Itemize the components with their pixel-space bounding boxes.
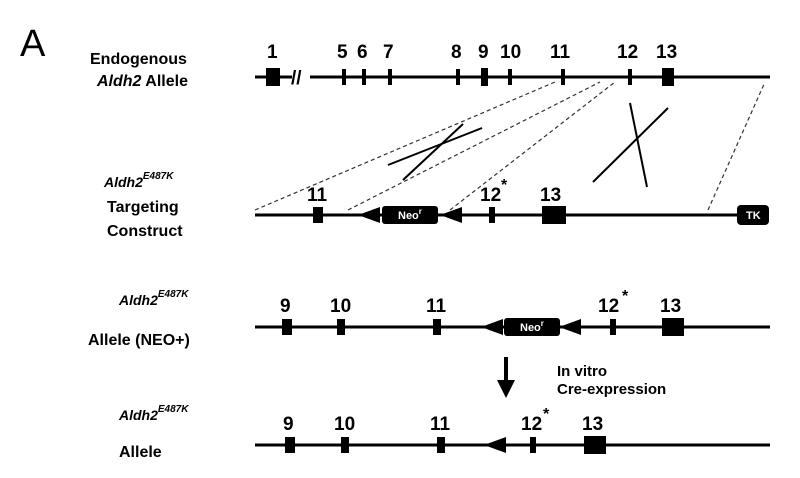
- loxp-triangle: [484, 437, 506, 453]
- exon-label-9: 9: [478, 42, 489, 63]
- neo-allele-label-line1: Aldh2E487K: [118, 289, 189, 308]
- exon-label-8: 8: [451, 42, 462, 63]
- exon-13: [584, 436, 606, 454]
- tk-cassette-label: TK: [746, 210, 761, 222]
- dashed-line-1: [254, 81, 556, 211]
- exon-label-13: 13: [540, 185, 561, 206]
- exon-12-mutant: [530, 437, 536, 453]
- exon-label-9: 9: [280, 296, 291, 317]
- exon-5: [342, 69, 346, 85]
- exon-label-11: 11: [550, 42, 571, 63]
- dashed-line-4: [707, 81, 766, 211]
- exon-label-10: 10: [500, 42, 521, 63]
- exon-label-12: 12: [521, 414, 542, 435]
- exon-10: [341, 437, 349, 453]
- crossover-1a: [387, 127, 483, 166]
- neo-cassette-label: Neor: [520, 319, 544, 334]
- panel-letter: A: [20, 23, 46, 65]
- exon-12-mutant: [610, 319, 616, 335]
- exon-12-mutant: [489, 207, 495, 223]
- exon-10: [508, 69, 512, 85]
- neo-cassette: [504, 318, 560, 336]
- final-allele-row: Aldh2E487K Allele 9 10 11 12 * 13: [118, 404, 770, 461]
- exon-9: [282, 319, 292, 335]
- exon-11: [437, 437, 445, 453]
- neo-allele-label-line2: Allele (NEO+): [88, 332, 190, 349]
- line-break-gap: [292, 70, 310, 84]
- exon-label-12: 12: [617, 42, 638, 63]
- exon-1: [266, 68, 280, 86]
- exon-label-5: 5: [337, 42, 348, 63]
- exon-6: [362, 69, 366, 85]
- neo-allele-row: Aldh2E487K Allele (NEO+) Neor 9 10 11 12…: [88, 288, 770, 349]
- final-allele-label-line2: Allele: [119, 444, 162, 461]
- exon-9: [481, 68, 488, 86]
- exon-11: [313, 207, 323, 223]
- exon-label-6: 6: [357, 42, 368, 63]
- exon-label-11: 11: [307, 185, 328, 206]
- loxp-right-triangle: [559, 319, 581, 335]
- exon-label-1: 1: [267, 42, 278, 63]
- cre-step: In vitro Cre-expression: [497, 357, 666, 398]
- exon-12: [628, 69, 632, 85]
- crossover-2b: [629, 102, 648, 188]
- exon-label-13: 13: [582, 414, 603, 435]
- loxp-left-triangle: [358, 207, 380, 223]
- homology-lines: [254, 81, 766, 211]
- neo-cassette-label: Neor: [398, 207, 422, 222]
- endogenous-label-line1: Endogenous: [90, 51, 187, 68]
- exon-8: [456, 69, 460, 85]
- exon-label-13: 13: [660, 296, 681, 317]
- exon-10: [337, 319, 345, 335]
- crossover-1b: [402, 123, 464, 181]
- exon-9: [285, 437, 295, 453]
- step-label-line2: Cre-expression: [557, 381, 666, 398]
- step-label-line1: In vitro: [557, 363, 607, 380]
- step-arrow-head: [497, 380, 515, 398]
- exon-13: [542, 206, 566, 224]
- exon-13: [662, 318, 684, 336]
- targeting-label-line3: Construct: [107, 223, 183, 240]
- targeting-row: Aldh2E487K Targeting Construct Neor TK 1…: [103, 171, 769, 240]
- mutation-star: *: [501, 177, 508, 194]
- exon-11: [561, 69, 565, 85]
- targeting-label-line2: Targeting: [107, 199, 179, 216]
- exon-label-12: 12: [480, 185, 501, 206]
- tk-cassette: [737, 205, 769, 225]
- exon-label-13: 13: [656, 42, 677, 63]
- final-allele-label-line1: Aldh2E487K: [118, 404, 189, 423]
- exon-11: [433, 319, 441, 335]
- dashed-line-2: [347, 81, 601, 211]
- mutation-star: *: [543, 406, 550, 423]
- loxp-left-triangle: [481, 319, 503, 335]
- exon-label-11: 11: [430, 414, 451, 435]
- exon-7: [388, 69, 392, 85]
- exon-label-11: 11: [426, 296, 447, 317]
- exon-label-10: 10: [330, 296, 351, 317]
- exon-label-7: 7: [383, 42, 394, 63]
- exon-label-12: 12: [598, 296, 619, 317]
- endogenous-row: Endogenous Aldh2 Allele // 1 5 6 7 8 9 1…: [90, 42, 770, 90]
- exon-13: [662, 68, 674, 86]
- mutation-star: *: [622, 288, 629, 305]
- exon-label-9: 9: [283, 414, 294, 435]
- break-mark: //: [291, 68, 302, 89]
- loxp-right-triangle: [440, 207, 462, 223]
- endogenous-label-line2: Aldh2 Allele: [96, 73, 188, 90]
- exon-label-10: 10: [334, 414, 355, 435]
- neo-cassette: [382, 206, 438, 224]
- targeting-label-line1: Aldh2E487K: [103, 171, 174, 190]
- crossover-2a: [592, 107, 669, 183]
